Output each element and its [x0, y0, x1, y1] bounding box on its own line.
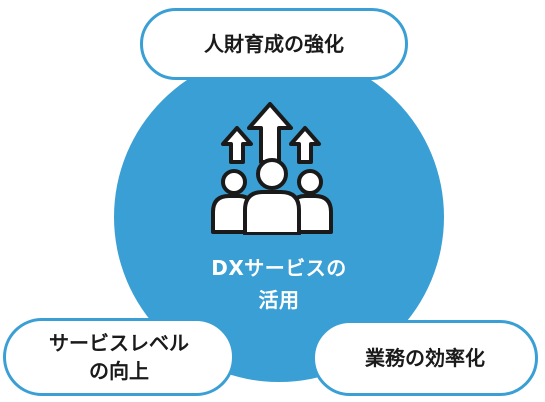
node-service-level-line1: サービスレベル — [49, 331, 189, 355]
node-service-level-line2: の向上 — [89, 359, 149, 383]
node-service-level: サービスレベル の向上 — [3, 318, 235, 396]
center-label: DXサービスの 活用 — [164, 252, 394, 316]
node-operational-efficiency-label: 業務の効率化 — [365, 346, 485, 370]
node-operational-efficiency: 業務の効率化 — [312, 320, 538, 396]
team-growth-arrows-icon — [207, 100, 337, 236]
center-label-line1: DXサービスの — [211, 256, 347, 280]
node-talent-development: 人財育成の強化 — [140, 8, 408, 80]
center-label-line2: 活用 — [258, 288, 300, 312]
node-talent-development-label: 人財育成の強化 — [204, 32, 344, 56]
